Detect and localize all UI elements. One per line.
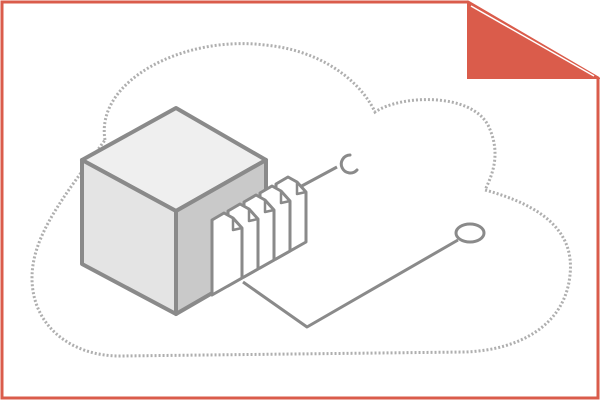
document-page-icon [210, 211, 244, 297]
server-cube-icon [80, 106, 268, 316]
connector-node-lower-icon [454, 222, 486, 244]
folded-corner-highlight [470, 5, 595, 77]
document-page-fold [263, 200, 275, 214]
document-page-fold [295, 182, 307, 196]
file-stack [210, 175, 308, 297]
document-page-fold [247, 209, 259, 223]
connector-node-upper-icon [339, 153, 359, 175]
cloud-outline-icon [30, 42, 572, 358]
document-page-fold [279, 191, 291, 205]
document-page-fold [231, 218, 243, 232]
connector-line-lower [242, 238, 459, 329]
